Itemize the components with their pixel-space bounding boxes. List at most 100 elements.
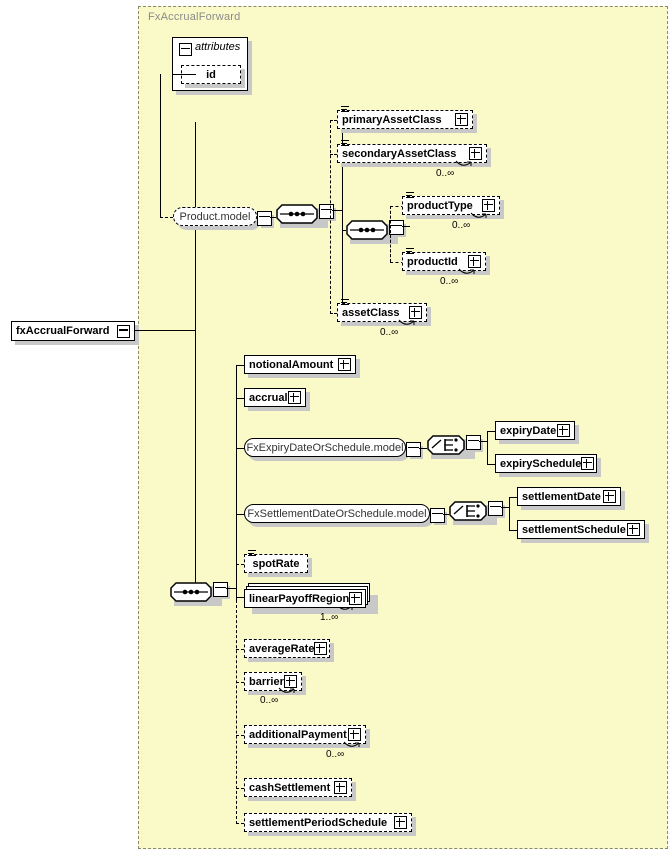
line-choice-expiry-out (479, 441, 487, 442)
element-primaryassetclass-expand[interactable] (455, 113, 468, 126)
element-linearpayoffregion[interactable]: linearPayoffRegion (244, 589, 366, 608)
element-spotrate[interactable]: spotRate (244, 550, 308, 573)
sequence-hint-icon (248, 550, 256, 558)
element-additionalpayment-expand[interactable] (348, 728, 361, 741)
element-assetclass-label: assetClass (342, 306, 400, 319)
element-cashsettlement-expand[interactable] (334, 781, 347, 794)
barrier-swoosh (278, 687, 295, 693)
productid-occurrence: 0..∞ (440, 276, 459, 287)
seq-product-inner-toggle[interactable] (389, 220, 404, 235)
sequence-hint-icon (406, 248, 414, 256)
element-primaryassetclass[interactable]: primaryAssetClass (337, 106, 473, 129)
compositor-choice-expiry[interactable] (427, 435, 471, 455)
line-fxsettlementmodel (236, 514, 244, 515)
line-linearpayoffregion (236, 597, 244, 598)
element-assetclass-expand[interactable] (409, 306, 422, 319)
group-product-model[interactable]: Product.model (173, 207, 257, 226)
group-fxsettlementdateorschedule-toggle[interactable] (430, 508, 445, 523)
element-accrual[interactable]: accrual (244, 388, 306, 407)
compositor-sequence-product-outer[interactable] (276, 204, 324, 224)
choice-expiry-toggle[interactable] (466, 435, 481, 450)
element-barrier[interactable]: barrier (244, 672, 302, 691)
model-container-title: FxAccrualForward (148, 11, 241, 23)
element-notionalamount[interactable]: notionalAmount (244, 355, 356, 374)
line-primary-asset-class (330, 120, 341, 121)
element-producttype[interactable]: productType (402, 192, 500, 215)
element-averagerate[interactable]: averageRate (244, 639, 330, 658)
group-fxexpirydateorschedule-model[interactable]: FxExpiryDateOrSchedule.model (244, 438, 406, 457)
element-productid-label: productId (407, 255, 458, 268)
element-expirydate-expand[interactable] (557, 424, 570, 437)
assetclass-occurrence: 0..∞ (380, 327, 399, 338)
attribute-id-label: id (206, 68, 216, 81)
line-barrier (236, 682, 244, 683)
sequence-hint-icon (406, 192, 414, 200)
bus-assetclass (330, 120, 331, 314)
line-fxexpirymodel (236, 448, 244, 449)
root-element-label: fxAccrualForward (16, 325, 110, 337)
trunk-upper-vertical (160, 74, 161, 218)
compositor-sequence-product-inner[interactable] (346, 220, 394, 240)
bus-main-children-dashed (236, 600, 237, 824)
element-barrier-label: barrier (249, 675, 284, 688)
producttype-occurrence: 0..∞ (452, 220, 471, 231)
element-secondaryassetclass[interactable]: secondaryAssetClass (337, 140, 487, 163)
element-additionalpayment[interactable]: additionalPayment (244, 725, 366, 744)
element-secondaryassetclass-expand[interactable] (469, 147, 482, 160)
line-producttype (390, 206, 404, 207)
element-settlementdate-expand[interactable] (603, 490, 616, 503)
attributes-collapse-toggle[interactable] (179, 43, 192, 56)
line-additionalpayment (236, 735, 244, 736)
element-accrual-expand[interactable] (288, 391, 301, 404)
element-linearpayoffregion-expand[interactable] (349, 592, 363, 605)
sequence-hint-icon (341, 299, 349, 307)
line-secondary-asset-class (330, 154, 341, 155)
element-barrier-expand[interactable] (284, 675, 297, 688)
element-settlementschedule[interactable]: settlementSchedule (517, 520, 645, 539)
seq-product-outer-toggle[interactable] (319, 204, 334, 219)
bus-product-children (342, 120, 343, 314)
element-settlementperiodschedule-expand[interactable] (394, 816, 407, 829)
line-seq-outer-out (332, 210, 342, 211)
element-cashsettlement-label: cashSettlement (249, 781, 331, 794)
element-producttype-expand[interactable] (482, 199, 495, 212)
assetclass-swoosh (398, 319, 415, 325)
secondary-asset-class-swoosh (455, 160, 472, 166)
element-cashsettlement[interactable]: cashSettlement (244, 778, 352, 797)
element-assetclass[interactable]: assetClass (337, 299, 427, 322)
compositor-sequence-main[interactable] (170, 582, 218, 602)
bus-settlement-children (509, 497, 510, 530)
element-averagerate-label: averageRate (249, 642, 315, 655)
group-fxexpirydateorschedule-toggle[interactable] (406, 442, 421, 457)
line-spotrate (236, 564, 244, 565)
element-notionalamount-label: notionalAmount (249, 358, 334, 371)
seq-main-toggle[interactable] (213, 582, 228, 597)
element-settlementschedule-expand[interactable] (627, 523, 640, 536)
root-element-fxaccrualforward[interactable]: fxAccrualForward (11, 321, 135, 341)
element-settlementdate[interactable]: settlementDate (517, 487, 621, 506)
compositor-choice-settlement[interactable] (449, 501, 493, 521)
element-linearpayoffregion-label: linearPayoffRegion (249, 592, 350, 605)
element-expiryschedule[interactable]: expirySchedule (495, 454, 597, 473)
element-expirydate[interactable]: expiryDate (495, 421, 575, 440)
element-averagerate-expand[interactable] (314, 642, 328, 655)
element-expiryschedule-expand[interactable] (581, 457, 595, 470)
secondary-asset-class-occurrence: 0..∞ (436, 168, 455, 179)
group-fxsettlementdateorschedule-model[interactable]: FxSettlementDateOrSchedule.model (244, 504, 430, 523)
choice-settlement-toggle[interactable] (488, 501, 503, 516)
line-settlementschedule (509, 530, 517, 531)
element-productid[interactable]: productId (402, 248, 486, 271)
element-producttype-label: productType (407, 199, 473, 212)
element-settlementdate-label: settlementDate (522, 490, 601, 503)
product-model-collapse-toggle[interactable] (257, 211, 272, 226)
element-notionalamount-expand[interactable] (338, 358, 351, 371)
element-productid-expand[interactable] (468, 255, 481, 268)
linearpayoffregion-occurrence: 1..∞ (320, 612, 339, 623)
bus-main-children-solid (236, 365, 237, 603)
element-settlementperiodschedule[interactable]: settlementPeriodSchedule (244, 813, 412, 832)
line-to-product-model (160, 217, 173, 218)
line-notionalamount (236, 365, 244, 366)
line-root-out (135, 330, 195, 331)
root-collapse-toggle[interactable] (117, 324, 130, 338)
